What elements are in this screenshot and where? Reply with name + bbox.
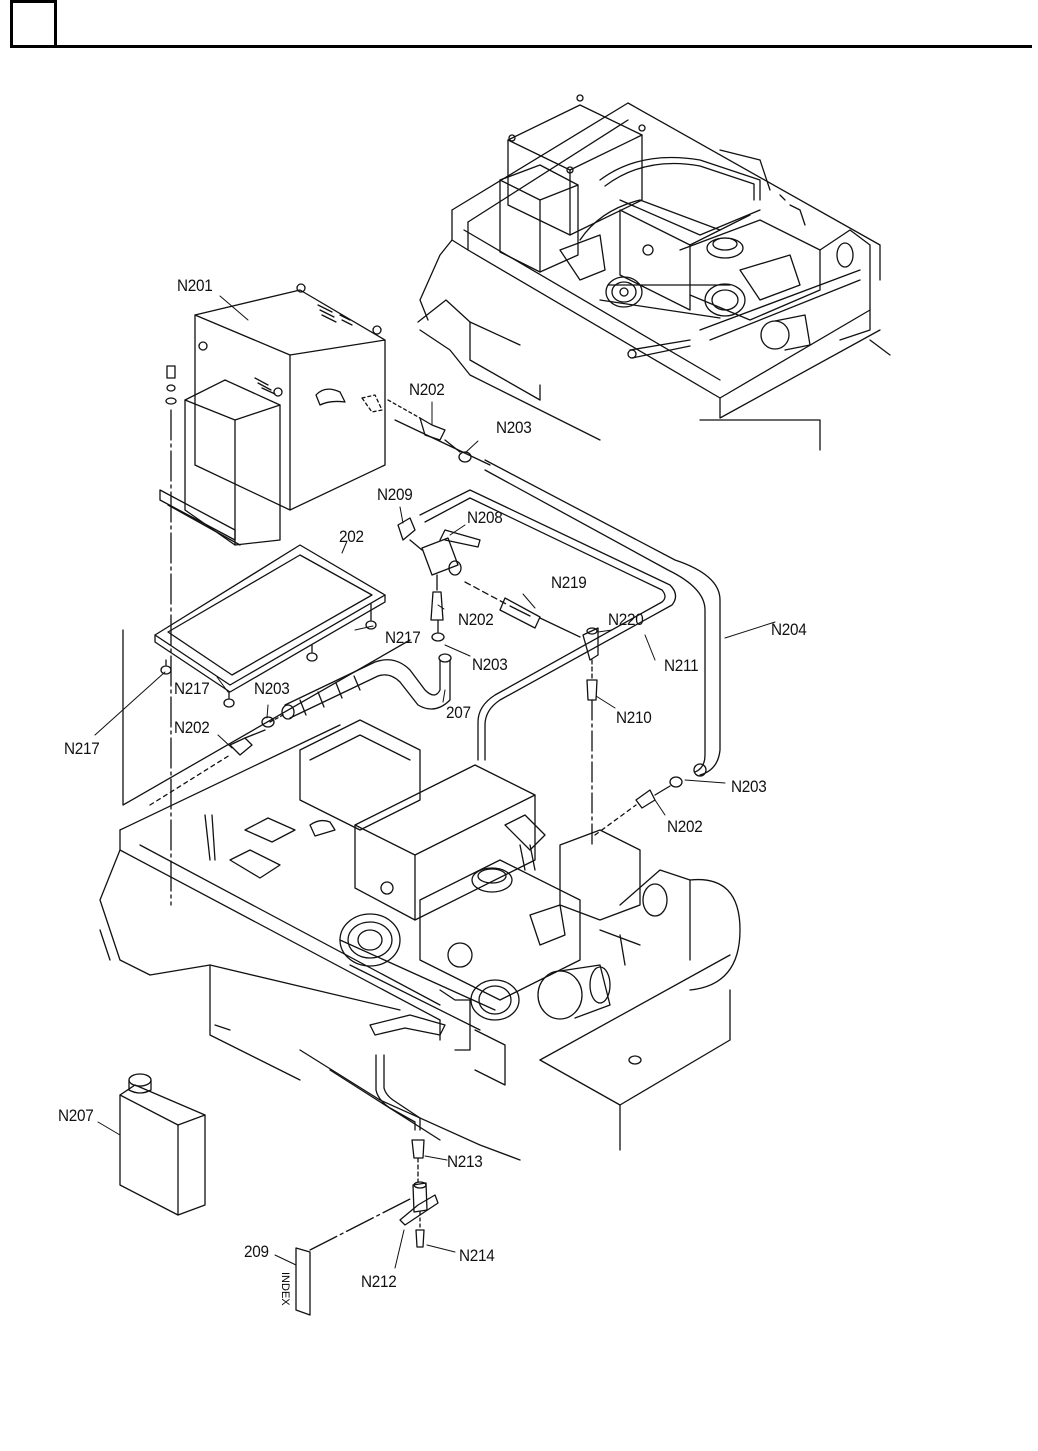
label-n219: N219 bbox=[551, 574, 587, 591]
main-machine-base bbox=[100, 720, 740, 1160]
label-209: 209 bbox=[244, 1243, 269, 1260]
leader-lines bbox=[95, 296, 775, 1268]
label-n210: N210 bbox=[616, 709, 652, 726]
drain-pipe bbox=[376, 1055, 424, 1182]
label-n203: N203 bbox=[254, 680, 290, 697]
label-n212: N212 bbox=[361, 1273, 397, 1290]
mid-fitting-group bbox=[431, 592, 444, 641]
n204-hose bbox=[395, 420, 720, 776]
label-202: 202 bbox=[339, 528, 364, 545]
label-n202: N202 bbox=[174, 719, 210, 736]
label-207: 207 bbox=[446, 704, 471, 721]
label-n213: N213 bbox=[447, 1153, 483, 1170]
label-n202: N202 bbox=[458, 611, 494, 628]
label-n201: N201 bbox=[177, 277, 213, 294]
mounting-bolt-stack bbox=[166, 366, 176, 905]
label-n207: N207 bbox=[58, 1107, 94, 1124]
label-n203: N203 bbox=[496, 419, 532, 436]
label-n217: N217 bbox=[174, 680, 210, 697]
index-plate-text: INDEX bbox=[279, 1272, 291, 1306]
top-fitting-group bbox=[388, 400, 471, 462]
n220-tee bbox=[583, 628, 598, 845]
label-n202: N202 bbox=[667, 818, 703, 835]
label-n203: N203 bbox=[731, 778, 767, 795]
label-n217: N217 bbox=[385, 629, 421, 646]
n201-cabinet bbox=[160, 284, 385, 545]
label-n214: N214 bbox=[459, 1247, 495, 1264]
label-n209: N209 bbox=[377, 486, 413, 503]
left-fitting-group bbox=[150, 714, 285, 805]
n207-oil-can bbox=[120, 1074, 205, 1215]
label-n208: N208 bbox=[467, 509, 503, 526]
label-n202: N202 bbox=[409, 381, 445, 398]
202-tray bbox=[123, 545, 410, 805]
n208-valve-assembly bbox=[398, 518, 480, 590]
inset-assembly-view bbox=[418, 95, 890, 450]
209-index-plate bbox=[296, 1248, 310, 1315]
label-n217: N217 bbox=[64, 740, 100, 757]
n212-cock bbox=[310, 1182, 438, 1250]
label-n211: N211 bbox=[664, 657, 698, 674]
207-hose bbox=[282, 654, 451, 719]
label-n220: N220 bbox=[608, 611, 644, 628]
label-n203: N203 bbox=[472, 656, 508, 673]
label-n204: N204 bbox=[771, 621, 807, 638]
